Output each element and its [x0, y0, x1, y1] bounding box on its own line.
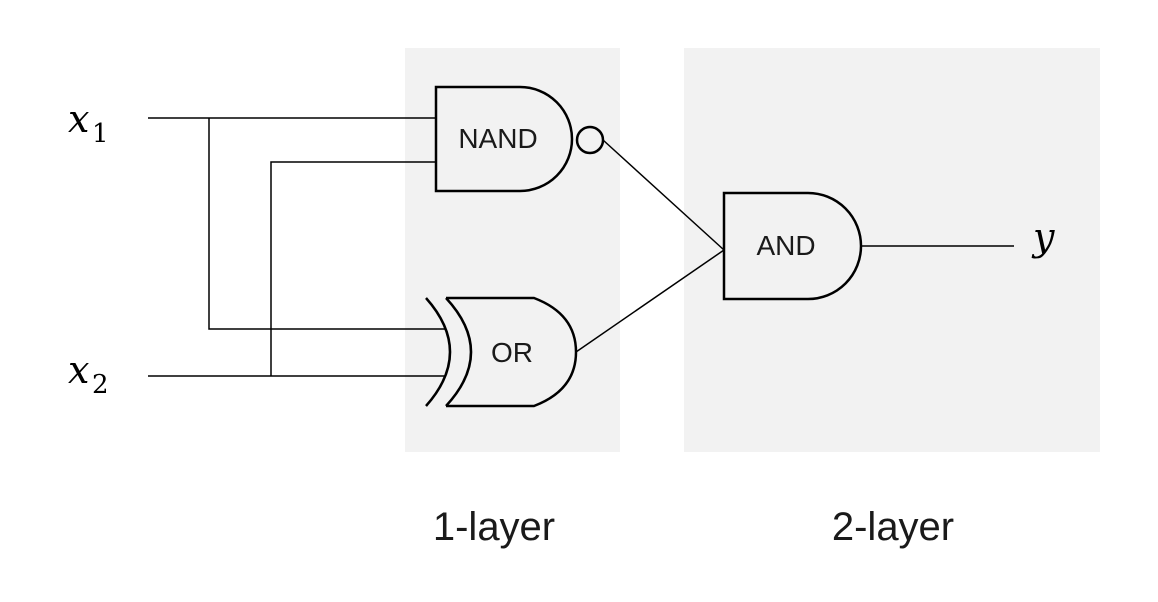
wire-nand-to-and: [602, 139, 725, 251]
input-x1-label: x 1: [68, 97, 109, 149]
input-x1-symbol: x: [68, 97, 89, 141]
or-gate-body: [446, 296, 578, 408]
layer-2-caption: 2-layer: [832, 505, 954, 549]
nand-inversion-bubble: [575, 125, 605, 155]
input-x1-subscript: 1: [92, 119, 109, 149]
and-gate: AND: [722, 191, 863, 301]
and-gate-body: [722, 191, 863, 301]
wires: [148, 117, 1014, 377]
or-gate-label: OR: [491, 337, 533, 368]
wire-x2-to-nand: [270, 161, 436, 376]
input-x2-symbol: x: [68, 348, 89, 392]
output-y-label: y: [1031, 215, 1055, 259]
or-gate-back-curve: [425, 297, 452, 407]
nand-gate: NAND: [434, 85, 605, 193]
wire-x1-to-or: [208, 118, 446, 330]
layer-2-region: [684, 48, 1100, 452]
or-gate: OR: [425, 296, 578, 408]
input-x2-subscript: 2: [92, 370, 109, 400]
wire-or-to-and: [575, 249, 725, 353]
nand-gate-label: NAND: [458, 123, 537, 154]
input-x2-label: x 2: [68, 348, 109, 400]
or-gate-inner-curve: [445, 297, 473, 407]
and-gate-label: AND: [756, 230, 815, 261]
nand-gate-body: [434, 85, 574, 193]
layer-1-caption: 1-layer: [433, 505, 555, 549]
